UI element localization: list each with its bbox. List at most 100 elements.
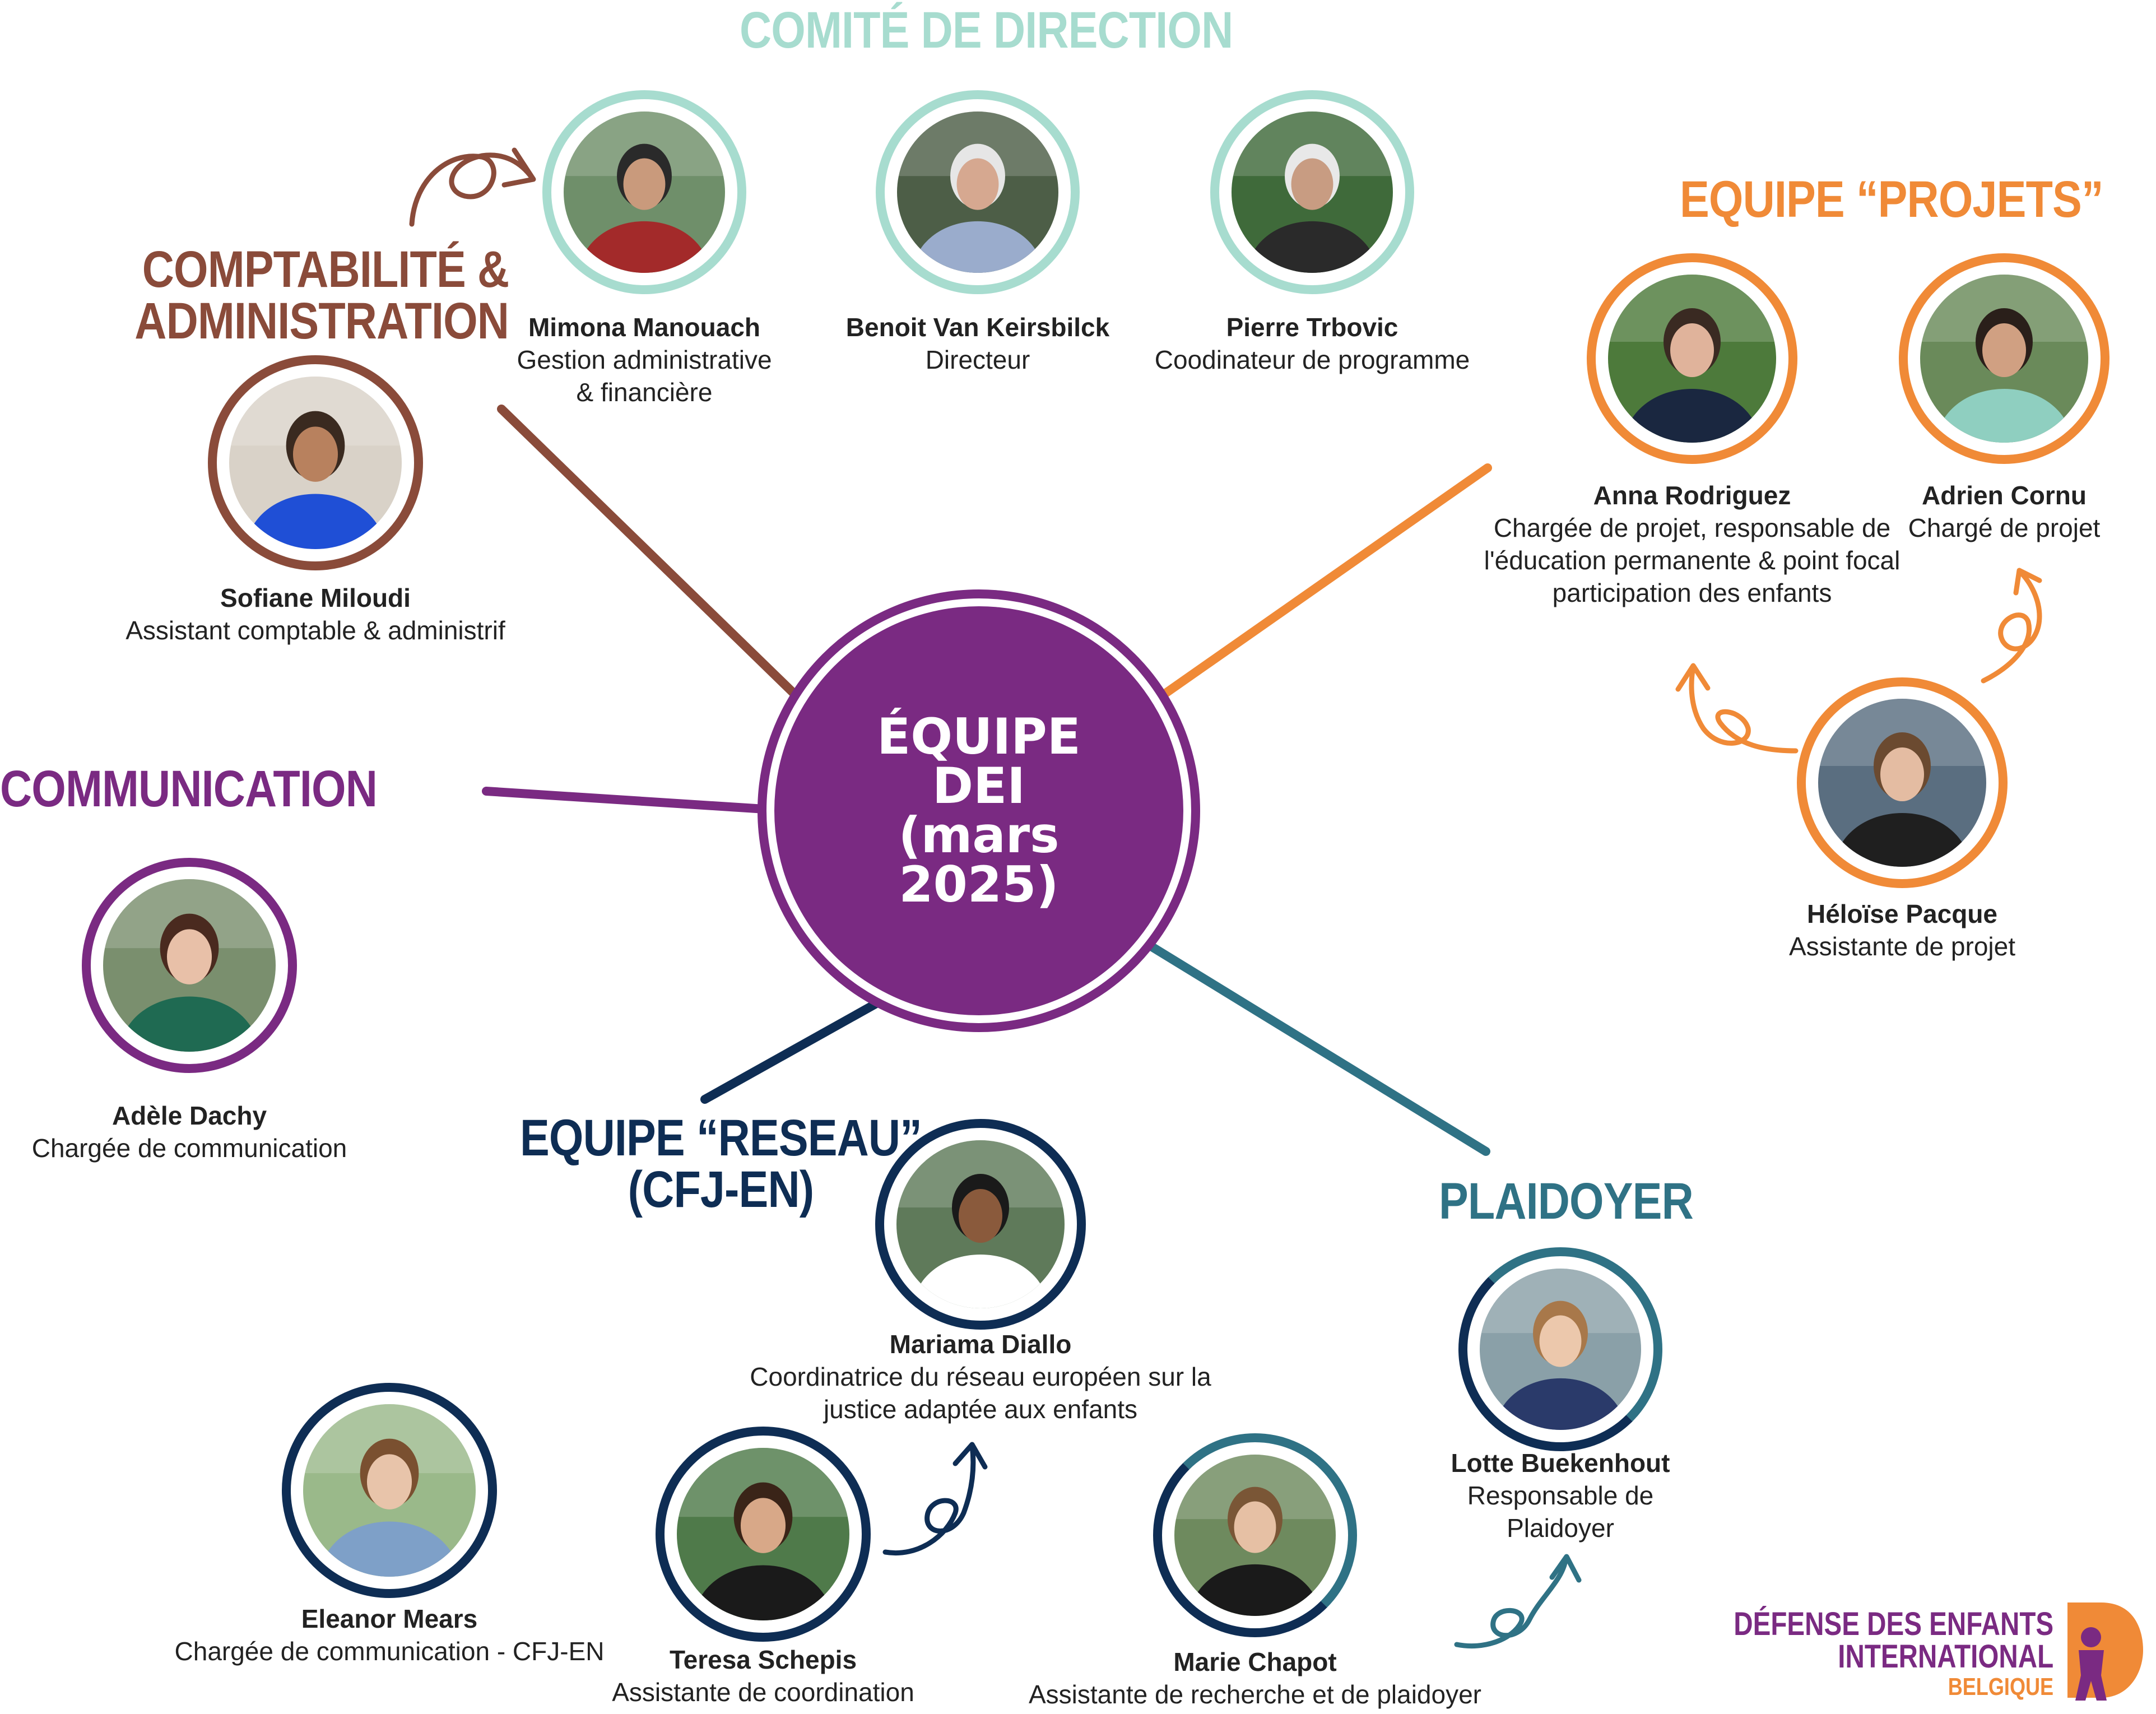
section-title-communication: COMMUNICATION (0, 760, 378, 817)
person-name-pierre: Pierre Trbovic (1226, 313, 1398, 342)
person-name-lotte: Lotte Buekenhout (1451, 1448, 1670, 1478)
portrait-ring-anna (1587, 253, 1797, 464)
center-hub: ÉQUIPE DEI (mars 2025) (774, 606, 1183, 1015)
swirl-arrowhead-marie-lotte (1549, 1554, 1582, 1583)
center-title-line1: ÉQUIPE DEI (877, 708, 1081, 815)
portrait-photo-mariama (896, 1140, 1065, 1308)
portrait-ring-teresa (656, 1427, 871, 1642)
swirl-arrow-heloise-anna (1689, 664, 1799, 754)
connector-reseau (700, 994, 890, 1104)
person-name-heloise: Héloïse Pacque (1806, 899, 1998, 928)
swirl-arrow-teresa-mariama (882, 1443, 976, 1555)
dei-belgique-logo: DÉFENSE DES ENFANTS INTERNATIONAL BELGIQ… (1734, 1597, 2146, 1703)
person-role-adrien: Chargé de projet (1908, 513, 2101, 542)
portrait-ring-mimona (542, 90, 746, 294)
person-role-sofiane: Assistant comptable & administrif (126, 616, 505, 645)
portrait-photo-teresa (677, 1448, 849, 1620)
person-name-teresa: Teresa Schepis (669, 1645, 857, 1674)
portrait-ring-sofiane (208, 355, 423, 570)
person-name-mimona: Mimona Manouach (528, 313, 761, 342)
logo-line1: DÉFENSE DES ENFANTS (1734, 1606, 2053, 1642)
logo-text: DÉFENSE DES ENFANTS INTERNATIONAL BELGIQ… (1734, 1608, 2053, 1701)
swirl-arrow-admin (409, 152, 535, 227)
person-name-adrien: Adrien Cornu (1922, 481, 2087, 510)
portrait-photo-anna (1608, 275, 1776, 443)
portrait-ring-benoit (876, 90, 1080, 294)
person-name-sofiane: Sofiane Miloudi (220, 583, 411, 612)
portrait-photo-adrien (1920, 275, 2088, 443)
connector-projets (1151, 463, 1492, 705)
portrait-photo-eleanor (303, 1404, 476, 1577)
portrait-ring-eleanor (282, 1383, 497, 1598)
section-title-projets: EQUIPE “PROJETS” (1680, 171, 2104, 228)
person-role-heloise: Assistante de projet (1788, 932, 2015, 961)
portrait-ring-lotte (1458, 1247, 1662, 1451)
section-title-admin-line2: ADMINISTRATION (134, 292, 509, 350)
portrait-ring-adrien (1899, 253, 2109, 464)
portrait-photo-adele (103, 879, 276, 1052)
section-title-reseau-line1: EQUIPE “RESEAU” (520, 1109, 922, 1167)
person-name-benoit: Benoit Van Keirsbilck (845, 313, 1110, 342)
swirl-arrow-marie-lotte (1454, 1555, 1569, 1649)
connector-admin (497, 405, 811, 710)
portrait-ring-pierre (1210, 90, 1414, 294)
center-title-line2: (mars (898, 806, 1060, 864)
person-name-adele: Adèle Dachy (111, 1101, 267, 1130)
logo-d-child-icon (2067, 1602, 2143, 1701)
person-role-mariama: Coordinatrice du réseau européen sur la … (750, 1362, 1211, 1424)
swirl-arrowhead-heloise-adrien (2013, 568, 2042, 596)
person-role-anna: Chargée de projet, responsable de l'éduc… (1484, 513, 1901, 607)
swirl-arrowhead-teresa-mariama (952, 1442, 988, 1470)
section-title-comite: COMITÉ DE DIRECTION (740, 2, 1233, 59)
person-name-marie: Marie Chapot (1173, 1647, 1337, 1676)
person-role-adele: Chargée de communication (31, 1134, 347, 1163)
portrait-photo-benoit (897, 112, 1058, 273)
center-title-line3: 2025) (899, 856, 1059, 913)
person-role-teresa: Assistante de coordination (612, 1678, 914, 1707)
section-title-reseau: EQUIPE “RESEAU” (CFJ-EN) (520, 1112, 922, 1215)
person-role-lotte: Responsable de Plaidoyer (1467, 1481, 1654, 1543)
person-role-benoit: Directeur (925, 345, 1030, 374)
swirl-arrow-heloise-adrien (1981, 569, 2042, 684)
portrait-photo-sofiane (229, 377, 402, 549)
section-title-admin-line1: COMPTABILITÉ & (142, 241, 509, 298)
person-name-mariama: Mariama Diallo (889, 1330, 1072, 1359)
connector-plaidoyer (1139, 937, 1490, 1156)
person-role-pierre: Coodinateur de programme (1154, 345, 1470, 374)
section-title-admin: COMPTABILITÉ & ADMINISTRATION (134, 244, 509, 347)
portrait-photo-heloise (1818, 699, 1986, 867)
person-role-eleanor: Chargée de communication - CFJ-EN (174, 1637, 605, 1666)
person-role-marie: Assistante de recherche et de plaidoyer (1028, 1680, 1482, 1709)
portrait-ring-marie (1153, 1433, 1357, 1637)
section-title-reseau-line2: (CFJ-EN) (628, 1161, 814, 1218)
person-role-mimona: Gestion administrative & financière (517, 345, 772, 407)
portrait-photo-lotte (1480, 1269, 1641, 1430)
logo-line3: BELGIQUE (1948, 1673, 2053, 1701)
portrait-photo-pierre (1232, 112, 1393, 273)
section-title-plaidoyer: PLAIDOYER (1439, 1173, 1694, 1230)
portrait-photo-mimona (564, 112, 725, 273)
portrait-ring-adele (82, 858, 297, 1073)
person-name-anna: Anna Rodriguez (1593, 481, 1791, 510)
swirl-arrowhead-admin (501, 147, 536, 188)
portrait-ring-mariama (875, 1119, 1086, 1330)
swirl-arrowhead-heloise-anna (1675, 663, 1711, 692)
logo-line2: INTERNATIONAL (1838, 1638, 2053, 1675)
person-name-eleanor: Eleanor Mears (301, 1604, 478, 1633)
connector-communication (482, 787, 778, 814)
center-title: ÉQUIPE DEI (mars 2025) (833, 712, 1125, 909)
